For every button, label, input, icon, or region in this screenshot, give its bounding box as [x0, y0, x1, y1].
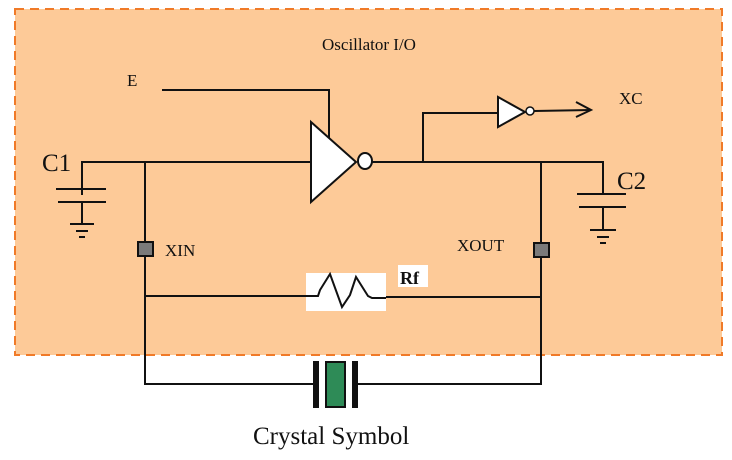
enable-label: E — [127, 71, 137, 90]
c2-label: C2 — [617, 168, 646, 195]
xc-branch-wire — [422, 112, 498, 162]
xin-pin-icon — [137, 241, 154, 257]
output-wire — [372, 161, 604, 195]
rf-background — [306, 273, 386, 311]
rf-resistor-icon — [306, 271, 386, 310]
xout-label: XOUT — [457, 236, 505, 255]
enable-wire — [162, 89, 330, 141]
block-title: Oscillator I/O — [322, 35, 416, 54]
rf-label: Rf — [400, 268, 420, 288]
inverter-bubble-icon — [357, 152, 373, 170]
rf-label-bg — [398, 265, 428, 287]
xc-label: XC — [619, 89, 643, 108]
xc-wire — [533, 109, 592, 112]
xc-bubble-icon — [525, 106, 535, 116]
crystal-caption: Crystal Symbol — [253, 423, 409, 450]
crystal-icon — [313, 361, 358, 408]
xout-pin-icon — [533, 242, 550, 258]
xc-inverter-icon — [497, 95, 528, 129]
xc-arrow-icon — [575, 101, 594, 118]
c2-capacitor-icon — [577, 193, 626, 244]
input-wire — [81, 161, 311, 195]
c1-label: C1 — [42, 150, 71, 177]
c1-capacitor-icon — [56, 188, 106, 238]
xin-label: XIN — [165, 241, 195, 260]
